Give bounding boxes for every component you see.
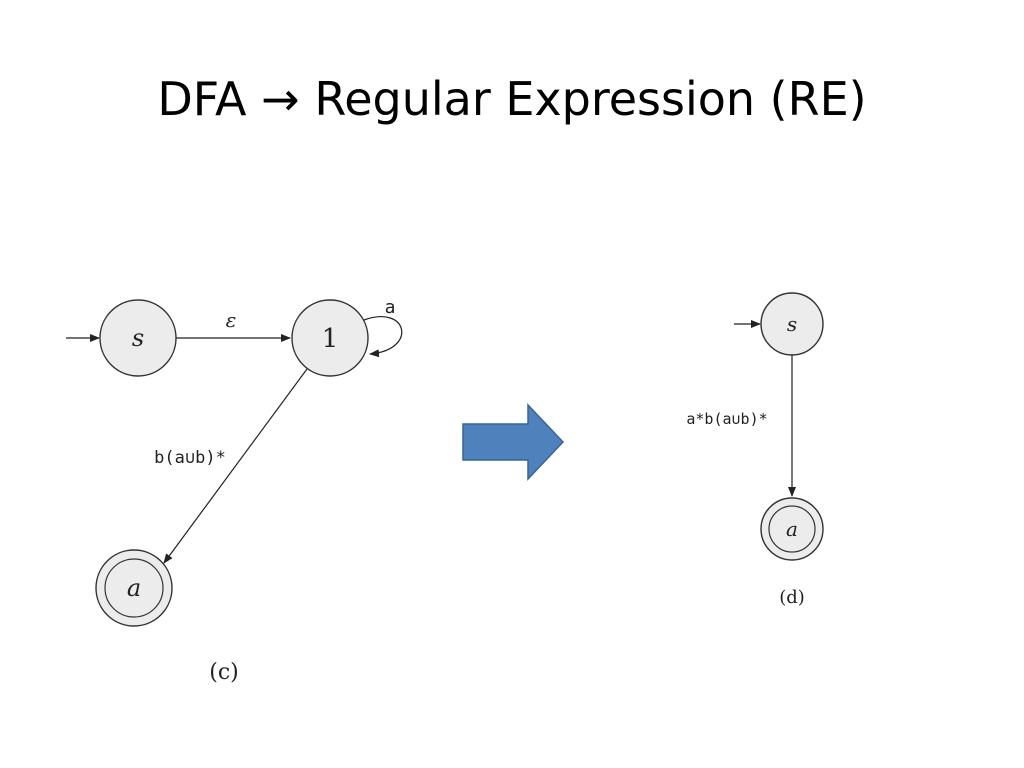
c-state-s-label: s [132,324,144,352]
d-state-s: s [760,292,824,356]
c-state-a-inner-circle [104,558,164,618]
diagram-d: s a*b(a∪b)* a (d) [686,292,824,608]
c-caption: (c) [209,660,239,685]
c-state-1-label: 1 [322,324,339,354]
d-state-s-label: s [787,312,797,336]
title-arrow-icon: → [261,72,300,126]
c-edge-1-to-a [163,368,308,564]
c-state-1-circle [291,299,369,377]
c-state-1: 1 [291,299,369,377]
d-state-a-label: a [786,517,798,541]
c-loop-1-label: a [385,297,396,318]
slide-title: DFA → Regular Expression (RE) [0,66,1024,132]
right-block-arrow-icon [462,403,565,481]
c-edge-1-to-a-label: b(a∪b)* [154,448,226,468]
d-state-a: a [760,497,824,561]
c-state-a-label: a [127,574,141,602]
diagram-c: s ε 1 a b(a∪b)* a (c) [66,297,403,685]
c-state-s: s [99,299,177,377]
d-edge-s-to-a-label: a*b(a∪b)* [686,410,767,428]
d-caption: (d) [779,587,805,608]
title-left: DFA [157,72,247,126]
d-state-a-inner-circle [768,505,816,553]
c-edge-s-to-1-label: ε [226,308,237,332]
c-loop-1 [363,316,403,358]
title-right: Regular Expression (RE) [314,72,867,126]
c-state-a: a [95,549,173,627]
